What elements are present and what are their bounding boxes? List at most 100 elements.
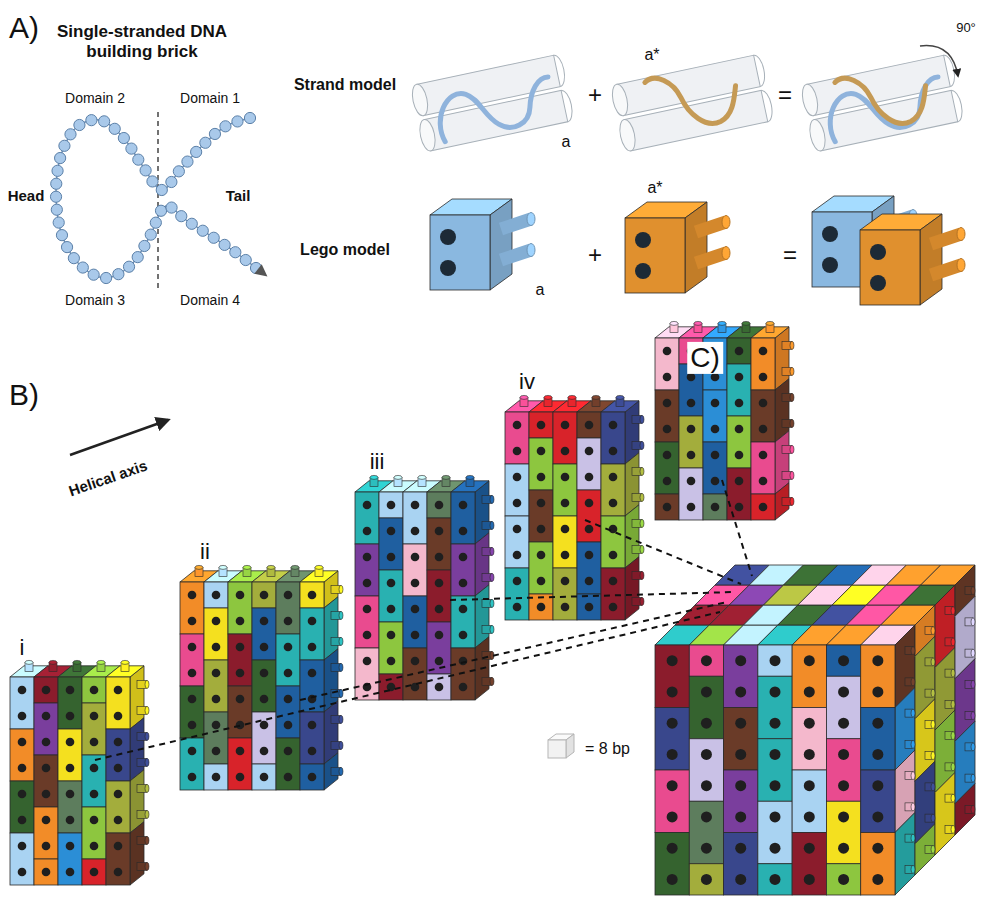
illustration-part: [212, 773, 221, 782]
illustration-part: [97, 660, 105, 664]
illustration-part: [82, 677, 106, 703]
illustration-part: [284, 643, 293, 652]
illustration-part: [513, 577, 522, 586]
illustration-part: [228, 582, 252, 634]
nucleotide-bead: [68, 253, 79, 264]
illustration-part: [838, 780, 849, 791]
illustration-part: [513, 473, 522, 482]
illustration-part: [228, 634, 252, 686]
illustration-part: [355, 648, 379, 700]
illustration-part: [585, 421, 594, 430]
illustration-part: [451, 596, 475, 648]
illustration-part: [490, 495, 494, 503]
illustration-part: [951, 638, 955, 646]
illustration-part: [370, 475, 378, 479]
illustration-part: [537, 499, 546, 508]
illustration-part: [553, 412, 577, 464]
illustration-part: [212, 617, 221, 626]
illustration-part: [459, 527, 468, 536]
illustration-part: [759, 477, 768, 486]
illustration-part: [300, 608, 324, 660]
illustration-part: [537, 421, 546, 430]
illustration-part: [505, 412, 529, 464]
illustration-part: [826, 801, 860, 864]
illustration-part: [758, 801, 792, 864]
illustration-part: [838, 686, 849, 697]
illustration-part: [284, 669, 293, 678]
illustration-part: [735, 874, 746, 885]
illustration-part: [339, 741, 343, 749]
illustration-part: [931, 783, 935, 791]
illustration-part: [403, 544, 427, 596]
illustration-part: [537, 525, 546, 534]
brick-layer: [655, 321, 794, 520]
illustration-part: [18, 790, 27, 799]
illustration-part: [410, 83, 430, 117]
illustration-part: [252, 660, 276, 712]
illustration-part: [790, 497, 794, 505]
illustration-part: [427, 518, 451, 570]
helix-cylinders: [610, 54, 775, 153]
illustration-part: [114, 842, 123, 851]
illustration-part: [735, 843, 746, 854]
illustration-part: [872, 749, 883, 760]
illustration-part: [561, 499, 570, 508]
illustration-part: [931, 720, 935, 728]
nucleotide-bead: [51, 204, 62, 215]
illustration-part: [548, 740, 566, 758]
illustration-part: [915, 824, 935, 875]
operator-sign: +: [588, 241, 602, 269]
nucleotide-bead: [220, 121, 231, 132]
illustration-part: [640, 545, 644, 553]
illustration-part: [585, 577, 594, 586]
illustration-part: [770, 780, 781, 791]
illustration-part: [911, 740, 915, 748]
illustration-part: [703, 494, 727, 520]
illustration-part: [561, 447, 570, 456]
illustration-part: [955, 784, 975, 835]
illustration-part: [911, 834, 915, 842]
layer-number: iv: [519, 369, 535, 394]
illustration-part: [872, 874, 883, 885]
illustration-part: [635, 263, 651, 279]
layer-number: iii: [370, 449, 385, 474]
illustration-part: [18, 764, 27, 773]
nucleotide-bead: [56, 230, 67, 241]
illustration-part: [561, 421, 570, 430]
illustration-part: [617, 118, 637, 152]
illustration-part: [601, 412, 625, 464]
nucleotide-bead: [109, 123, 120, 134]
illustration-part: [339, 689, 343, 697]
brick-layer: [355, 475, 494, 700]
illustration-part: [804, 843, 815, 854]
illustration-part: [90, 738, 99, 747]
dna-strand: [834, 62, 932, 136]
illustration-part: [82, 859, 106, 885]
illustration-part: [701, 749, 712, 760]
illustration-part: [758, 739, 792, 802]
illustration-part: [585, 473, 594, 482]
illustration-part: [655, 390, 679, 442]
illustration-part: [394, 475, 402, 479]
illustration-part: [792, 770, 826, 833]
illustration-part: [935, 773, 955, 856]
illustration-part: [42, 790, 51, 799]
illustration-part: [544, 395, 552, 399]
illustration-part: [711, 503, 720, 512]
illustration-part: [188, 669, 197, 678]
end-label: Tail: [226, 187, 251, 204]
dashed-leader: [722, 480, 752, 576]
illustration-part: [601, 464, 625, 516]
illustration-part: [513, 551, 522, 560]
illustration-part: [667, 843, 678, 854]
illustration-part: [601, 516, 625, 568]
nucleotide-bead: [219, 239, 230, 250]
illustration-part: [685, 202, 707, 293]
illustration-part: [18, 842, 27, 851]
illustration-part: [860, 230, 920, 305]
illustration-part: [667, 811, 678, 822]
illustration-part: [701, 874, 712, 885]
illustration-part: [490, 199, 512, 290]
illustration-part: [387, 553, 396, 562]
illustration-part: [403, 596, 427, 648]
